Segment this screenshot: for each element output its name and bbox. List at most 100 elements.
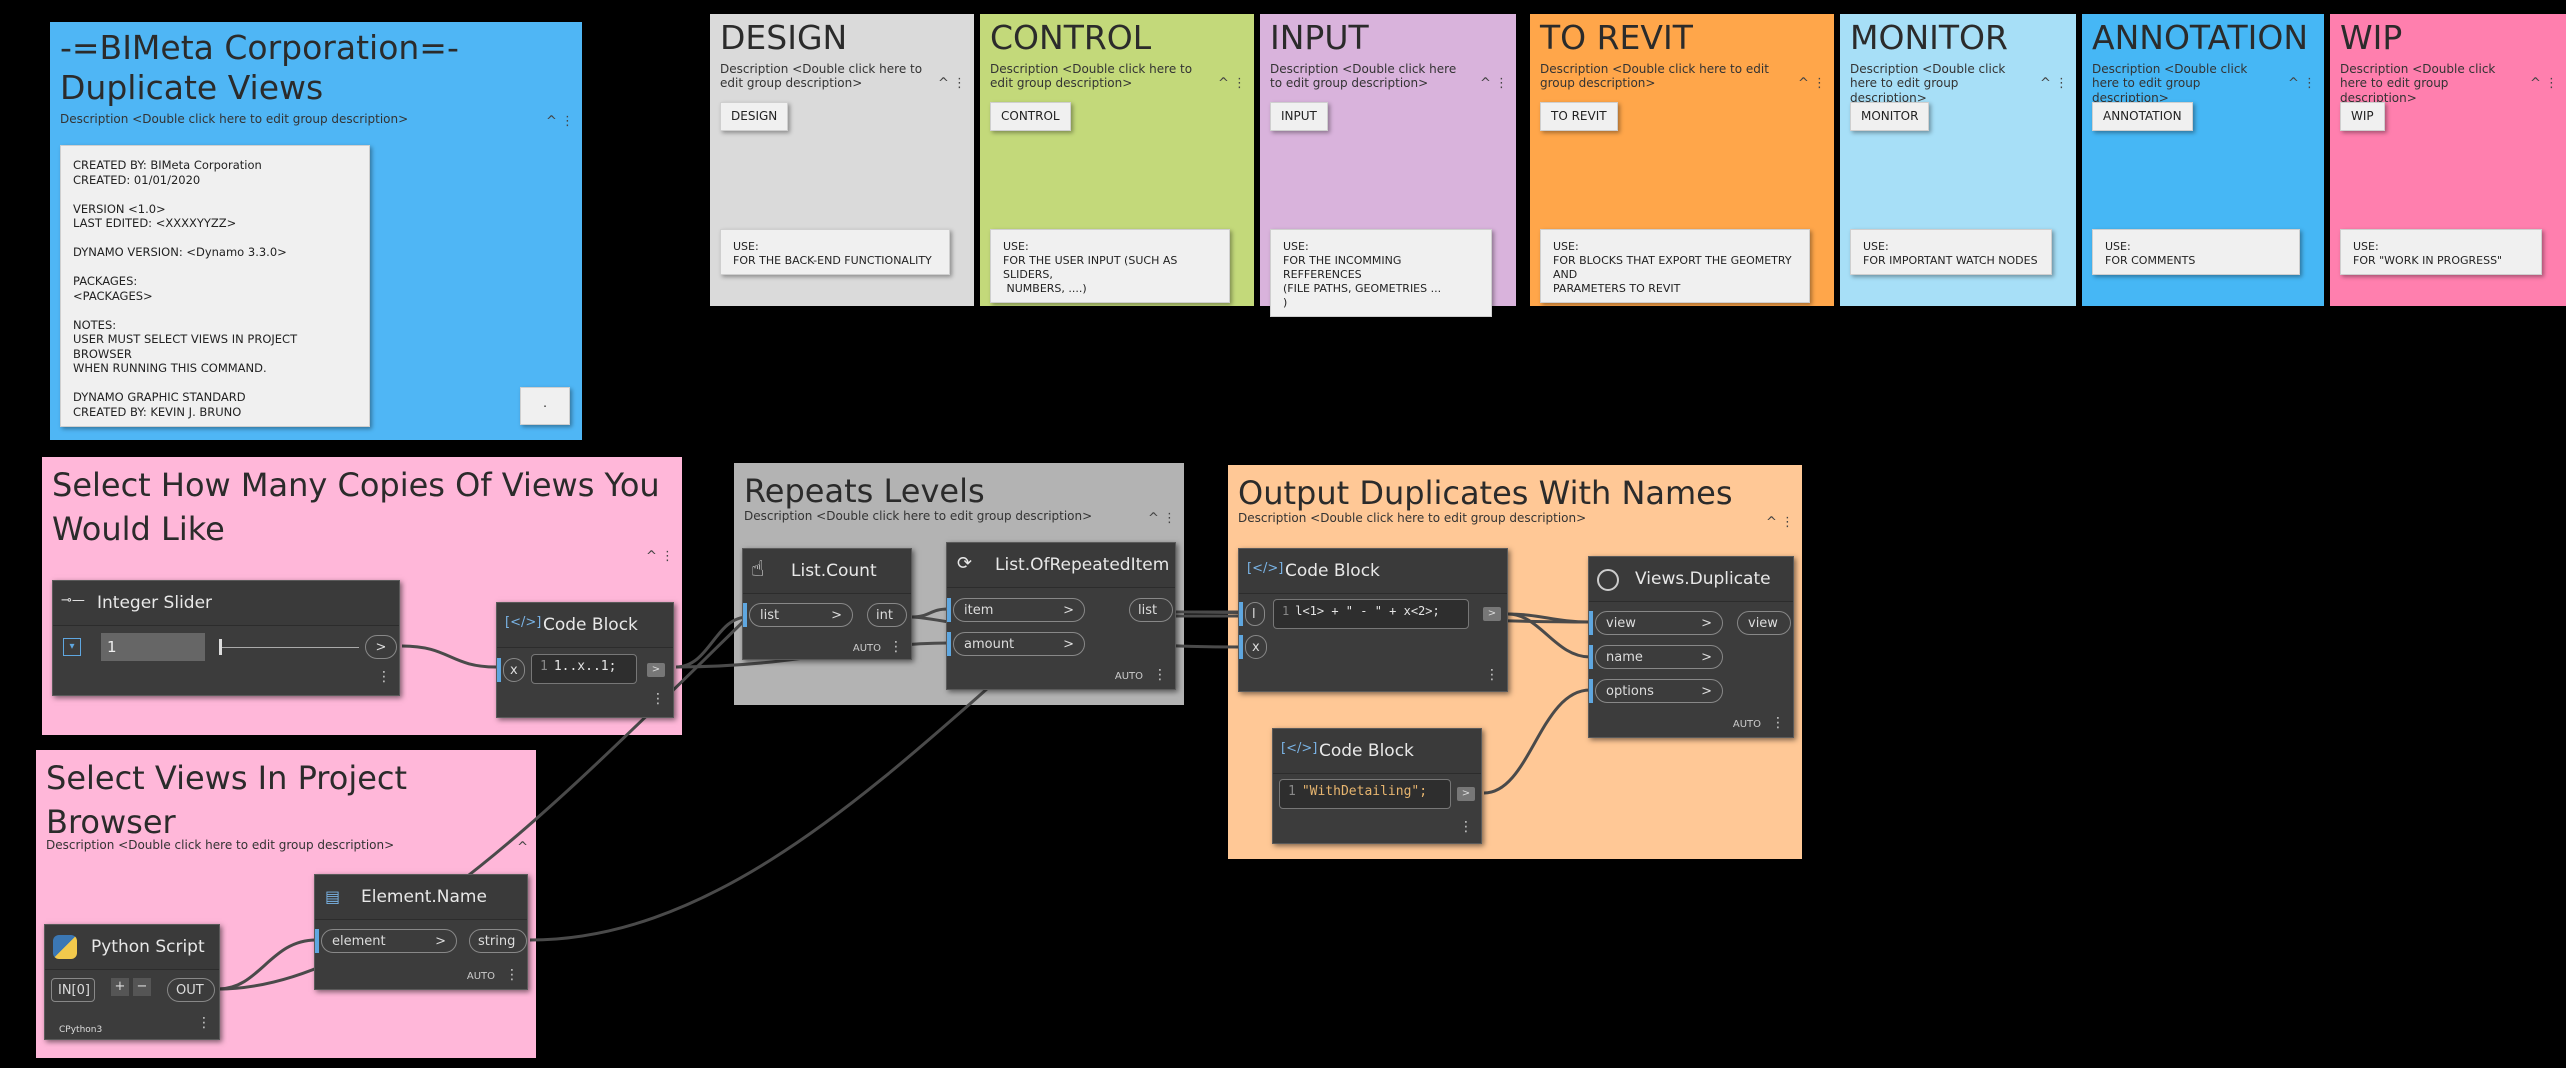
python-script-node[interactable]: Python Script IN[0] + − OUT CPython3 ⋮ [44,924,220,1040]
list-repeated-menu-icon[interactable]: ⋮ [1153,667,1167,683]
views-duplicate-output-view[interactable]: view [1737,611,1791,635]
legend-group-input[interactable]: INPUT Description <Double click here to … [1260,14,1516,317]
legend-group-annotation[interactable]: ANNOTATION Description <Double click her… [2082,14,2324,306]
legend-group-control[interactable]: CONTROL Description <Double click here t… [980,14,1254,306]
legend-group-description[interactable]: Description <Double click here to edit g… [1270,62,1457,91]
collapse-icon[interactable]: ^ [645,549,657,564]
legend-group-tools[interactable]: ^ ⋮ [1480,76,1508,91]
code-block-names-input-x[interactable]: x [1245,635,1267,659]
python-script-input[interactable]: IN[0] [51,978,95,1002]
repeats-tools[interactable]: ^ ⋮ [1148,511,1176,526]
integer-slider-header[interactable]: ⊸— Integer Slider [53,581,399,626]
code-block-names-menu-icon[interactable]: ⋮ [1485,667,1499,683]
slider-thumb[interactable] [219,639,222,655]
slider-menu-icon[interactable]: ⋮ [377,669,391,685]
code-block-string-node[interactable]: [</>] Code Block 1"WithDetailing"; > ⋮ [1272,728,1482,844]
legend-group-description[interactable]: Description <Double click here to edit g… [990,62,1193,91]
select-copies-tools[interactable]: ^ ⋮ [646,549,674,564]
legend-group-description[interactable]: Description <Double click here to edit g… [1850,62,2006,105]
code-block-string-header[interactable]: [</>] Code Block [1273,729,1481,774]
small-note[interactable]: . [520,387,570,425]
views-duplicate-input-name[interactable]: name> [1595,645,1723,669]
code-block-range-output[interactable]: > [647,663,665,677]
views-duplicate-input-view[interactable]: view> [1595,611,1723,635]
legend-use-note[interactable]: USE: FOR THE BACK-END FUNCTIONALITY [720,229,950,275]
element-name-node[interactable]: ▤ Element.Name element> string AUTO ⋮ [314,874,528,990]
list-repeated-input-amount[interactable]: amount> [953,632,1085,656]
menu-icon[interactable]: ⋮ [1233,76,1246,91]
legend-use-note[interactable]: USE: FOR BLOCKS THAT EXPORT THE GEOMETRY… [1540,229,1810,303]
legend-group-to-revit[interactable]: TO REVIT Description <Double click here … [1530,14,1834,306]
collapse-icon[interactable]: ^ [545,114,557,129]
list-repeated-node[interactable]: ⟳ List.OfRepeatedItem item> amount> list… [946,542,1176,690]
list-repeated-lacing[interactable]: AUTO [1114,671,1143,682]
legend-group-description[interactable]: Description <Double click here to edit g… [1540,62,1769,91]
element-name-output[interactable]: string [469,929,527,953]
slider-expand-button[interactable]: ▾ [63,638,81,656]
python-remove-input-button[interactable]: − [133,978,151,996]
select-views-tools[interactable]: ^ [517,840,528,855]
code-block-range-menu-icon[interactable]: ⋮ [651,691,665,707]
legend-group-tools[interactable]: ^ ⋮ [938,76,966,91]
legend-group-tools[interactable]: ^ ⋮ [2288,76,2316,91]
element-name-header[interactable]: ▤ Element.Name [315,875,527,920]
list-repeated-input-item[interactable]: item> [953,598,1085,622]
list-count-output-int[interactable]: int [867,603,907,627]
legend-use-note[interactable]: USE: FOR IMPORTANT WATCH NODES [1850,229,2052,275]
collapse-icon[interactable]: ^ [517,840,528,855]
menu-icon[interactable]: ⋮ [561,114,574,129]
slider-value-input[interactable]: 1 [101,633,205,661]
list-count-input-list[interactable]: list> [749,603,853,627]
collapse-icon[interactable]: ^ [937,76,949,91]
legend-group-tools[interactable]: ^ ⋮ [1798,76,1826,91]
collapse-icon[interactable]: ^ [2039,76,2051,91]
header-info-note[interactable]: CREATED BY: BIMeta Corporation CREATED: … [60,145,370,427]
header-group[interactable]: -=BIMeta Corporation=- Duplicate Views D… [50,22,582,440]
python-script-menu-icon[interactable]: ⋮ [197,1015,211,1031]
element-name-input[interactable]: element> [321,929,457,953]
output-tools[interactable]: ^ ⋮ [1766,515,1794,530]
menu-icon[interactable]: ⋮ [2545,76,2558,91]
python-engine-label[interactable]: CPython3 [59,1025,103,1035]
list-repeated-output-list[interactable]: list [1129,598,1173,622]
legend-tag-note[interactable]: CONTROL [990,102,1071,131]
code-block-names-header[interactable]: [</>] Code Block [1239,549,1507,594]
output-description[interactable]: Description <Double click here to edit g… [1238,511,1587,525]
code-block-range-header[interactable]: [</>] Code Block [497,603,673,648]
select-views-description[interactable]: Description <Double click here to edit g… [46,838,395,852]
menu-icon[interactable]: ⋮ [2303,76,2316,91]
menu-icon[interactable]: ⋮ [1163,511,1176,526]
code-block-names-input-l[interactable]: l [1245,602,1265,626]
views-duplicate-node[interactable]: Views.Duplicate view> name> options> vie… [1588,556,1794,738]
legend-group-monitor[interactable]: MONITOR Description <Double click here t… [1840,14,2076,306]
legend-tag-note[interactable]: DESIGN [720,102,789,131]
legend-tag-note[interactable]: TO REVIT [1540,102,1618,131]
list-count-menu-icon[interactable]: ⋮ [889,639,903,655]
collapse-icon[interactable]: ^ [2529,76,2541,91]
menu-icon[interactable]: ⋮ [1813,76,1826,91]
legend-group-tools[interactable]: ^ ⋮ [2530,76,2558,91]
views-duplicate-input-options[interactable]: options> [1595,679,1723,703]
collapse-icon[interactable]: ^ [1479,76,1491,91]
views-duplicate-lacing[interactable]: AUTO [1732,719,1761,730]
element-name-menu-icon[interactable]: ⋮ [505,967,519,983]
views-duplicate-menu-icon[interactable]: ⋮ [1771,715,1785,731]
legend-tag-note[interactable]: MONITOR [1850,102,1930,131]
repeats-description[interactable]: Description <Double click here to edit g… [744,509,1093,523]
menu-icon[interactable]: ⋮ [953,76,966,91]
menu-icon[interactable]: ⋮ [661,549,674,564]
legend-use-note[interactable]: USE: FOR "WORK IN PROGRESS" [2340,229,2542,275]
legend-group-description[interactable]: Description <Double click here to edit g… [2092,62,2248,105]
views-duplicate-header[interactable]: Views.Duplicate [1589,557,1793,602]
python-add-input-button[interactable]: + [111,978,129,996]
list-count-lacing[interactable]: AUTO [852,643,881,654]
code-block-string-output[interactable]: > [1457,787,1475,801]
collapse-icon[interactable]: ^ [1797,76,1809,91]
element-name-lacing[interactable]: AUTO [466,971,495,982]
collapse-icon[interactable]: ^ [2287,76,2299,91]
list-count-node[interactable]: ☝ List.Count list> int AUTO ⋮ [742,548,912,660]
